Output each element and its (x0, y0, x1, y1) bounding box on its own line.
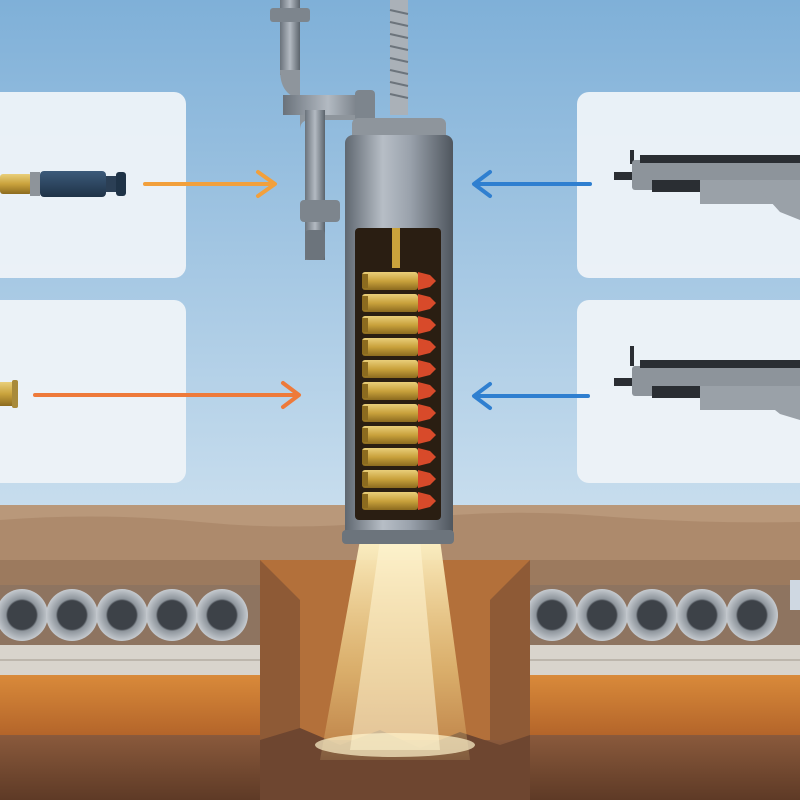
concrete-pipe-row-left (0, 589, 248, 641)
rifle-icon-top (614, 150, 800, 220)
round (362, 492, 436, 510)
stacked-rounds (362, 272, 436, 510)
round (362, 448, 436, 466)
round (362, 316, 436, 334)
round (362, 382, 436, 400)
round (362, 360, 436, 378)
concrete-pipe-row-right (526, 580, 800, 641)
arrow-top-left (143, 170, 277, 198)
round (362, 470, 436, 488)
arrow-bottom-right (472, 382, 590, 410)
cartridge-icon (0, 171, 126, 197)
arrow-bottom-left (33, 381, 301, 409)
arrow-top-right (472, 170, 592, 198)
rifle-icon-bottom (614, 346, 800, 420)
feed-pipes (270, 0, 409, 260)
round (362, 426, 436, 444)
round (362, 294, 436, 312)
shell-casing-icon (0, 380, 18, 408)
energy-beam (315, 540, 475, 760)
round (362, 272, 436, 290)
panel-bottom-left (0, 300, 186, 483)
round (362, 338, 436, 356)
round (362, 404, 436, 422)
